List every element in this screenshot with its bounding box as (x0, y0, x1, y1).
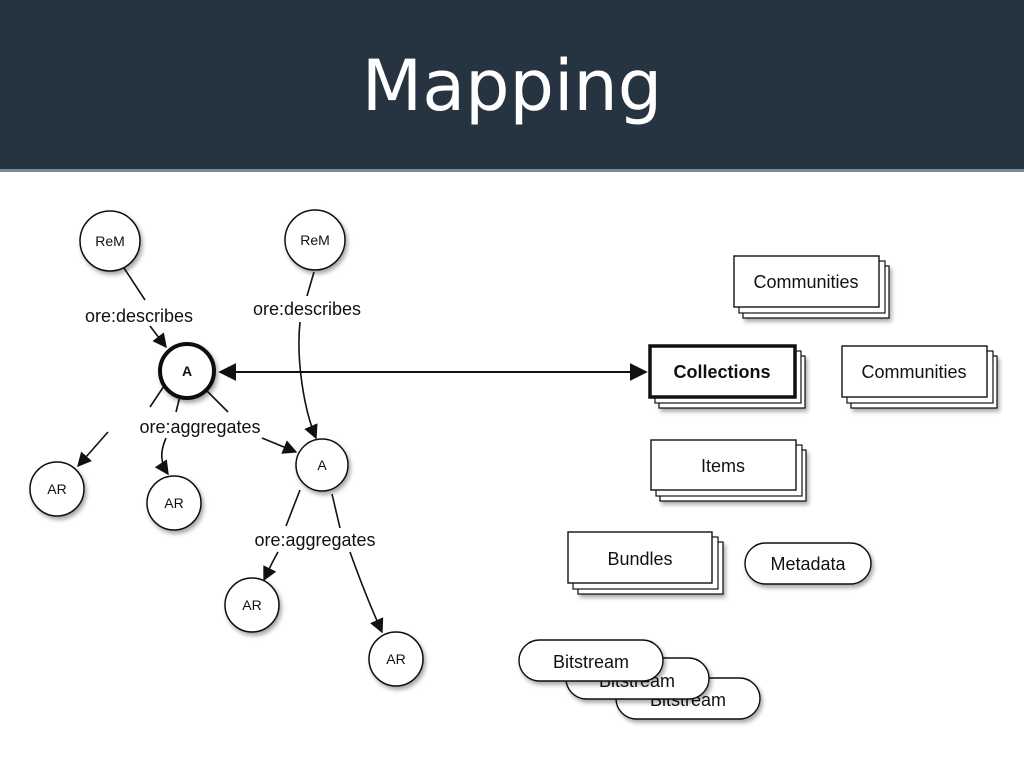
rem-node-2: ReM (284, 209, 346, 271)
metadata-label: Metadata (770, 554, 846, 574)
edge-describes-2 (306, 271, 315, 297)
ar-node-3: AR (224, 577, 280, 633)
edge-to-child-a (261, 437, 298, 454)
collections-label: Collections (673, 362, 770, 382)
edge-describes-2-arrow (298, 321, 318, 440)
bundles-stack: Bundles (567, 531, 724, 595)
rem-node-1: ReM (79, 210, 141, 272)
edge-child-tick-left (285, 489, 301, 527)
edge-label-aggregates-1: ore:aggregates (139, 417, 260, 437)
items-stack: Items (650, 439, 807, 502)
edge-describes-1 (123, 267, 146, 301)
rem-node-1-label: ReM (95, 233, 125, 249)
items-label: Items (701, 456, 745, 476)
metadata-pill: Metadata (744, 542, 872, 585)
edge-describes-1-arrow (149, 325, 167, 349)
edge-aggregates-tick-c (205, 389, 229, 413)
ar-node-1-label: AR (47, 481, 66, 497)
ar-node-4-label: AR (386, 651, 405, 667)
edge-to-ar-3 (263, 551, 279, 582)
communities-top-label: Communities (753, 272, 858, 292)
edge-label-describes-1: ore:describes (85, 306, 193, 326)
ar-node-4: AR (368, 631, 424, 687)
aggregation-node-child-label: A (317, 457, 327, 473)
slide-title: Mapping (361, 45, 663, 127)
ar-node-2-label: AR (164, 495, 183, 511)
edge-to-ar-4 (349, 551, 384, 634)
ore-edges (77, 267, 384, 634)
edge-label-aggregates-2: ore:aggregates (254, 530, 375, 550)
communities-stack-top: Communities (733, 255, 890, 319)
edge-to-ar-1 (77, 431, 109, 468)
bundles-label: Bundles (607, 549, 672, 569)
bitstream-1-label: Bitstream (553, 652, 629, 672)
communities-stack-side: Communities (841, 345, 998, 409)
ar-node-3-label: AR (242, 597, 261, 613)
bitstream-pill-1: Bitstream (518, 639, 664, 682)
slide-header (0, 0, 1024, 172)
aggregation-node-main-label: A (182, 363, 192, 379)
aggregation-node-main: A (158, 342, 216, 400)
collections-stack: Collections (648, 344, 806, 409)
edge-child-tick-right (331, 493, 341, 529)
ar-node-1: AR (29, 461, 85, 517)
edge-aggregates-tick-a (149, 385, 165, 408)
aggregation-node-child: A (295, 438, 349, 492)
communities-side-label: Communities (861, 362, 966, 382)
edge-label-describes-2: ore:describes (253, 299, 361, 319)
ar-node-2: AR (146, 475, 202, 531)
rem-node-2-label: ReM (300, 232, 330, 248)
edge-to-ar-2 (154, 437, 169, 476)
